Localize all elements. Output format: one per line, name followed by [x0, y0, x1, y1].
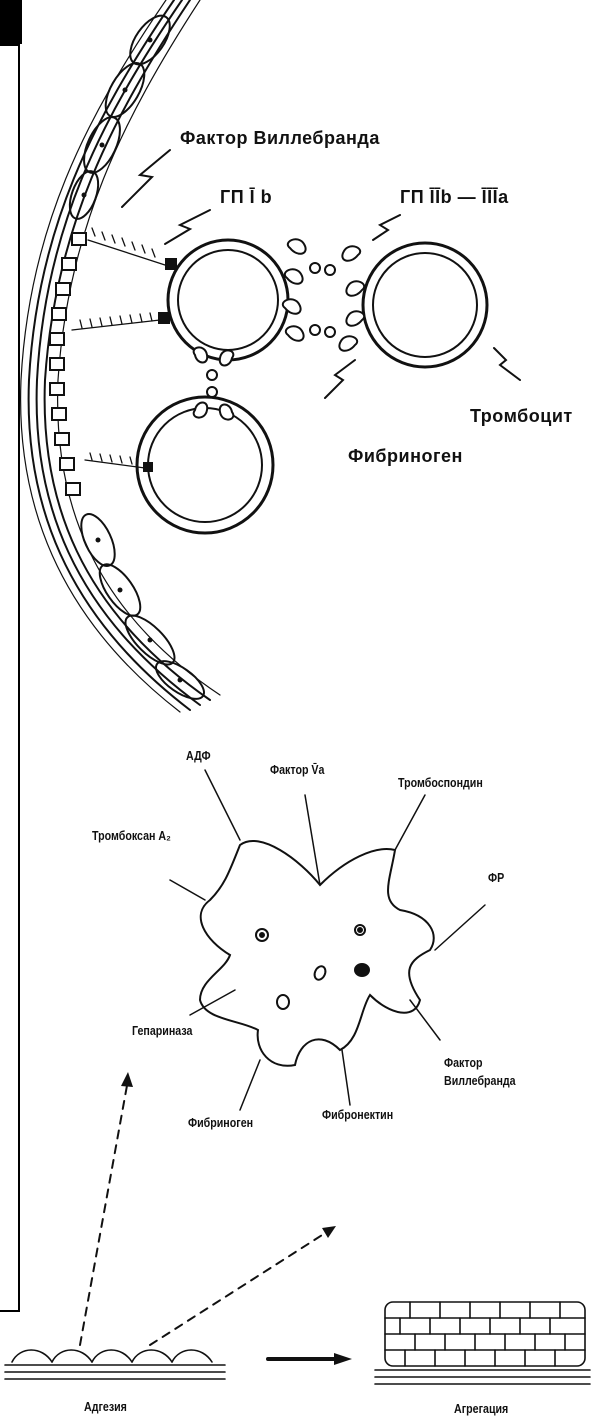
- label-adhesion: Адгезия: [84, 1399, 127, 1414]
- label-vwf-secretion: Фактор: [444, 1055, 482, 1070]
- label-thromboxane: Тромбоксан A₂: [92, 828, 171, 843]
- endothelial-cells-top: [64, 9, 177, 223]
- label-fibrinogen-secretion: Фибриноген: [188, 1115, 253, 1130]
- label-vwf-secretion-2: Виллебранда: [444, 1073, 516, 1088]
- label-vwf: Фактор Виллебранда: [180, 128, 380, 149]
- label-adp: АДФ: [186, 748, 211, 763]
- label-gp2b3a: ГП ĪĪb — ĪĪĪa: [400, 187, 509, 208]
- activated-platelet: [200, 841, 434, 1066]
- label-thrombospondin: Тромбоспондин: [398, 775, 483, 790]
- label-aggregation: Агрегация: [454, 1401, 508, 1416]
- subendothelium-squares: [50, 233, 86, 495]
- label-fibrinogen-top: Фибриноген: [348, 446, 463, 467]
- endothelial-cells-bottom: [74, 509, 209, 706]
- label-platelet: Тромбоцит: [470, 406, 573, 427]
- label-fr: ФР: [488, 870, 504, 885]
- label-fibronectin: Фибронектин: [322, 1107, 393, 1122]
- vwf-tethers: [72, 228, 165, 468]
- secretion-arrows: [170, 770, 485, 1110]
- adhesion-layer: [5, 1350, 225, 1379]
- label-gp1b: ГП Ī b: [220, 187, 272, 208]
- platelet-rings: [137, 240, 487, 533]
- aggregation-layer: [375, 1302, 590, 1384]
- label-heparinase: Гепариназа: [132, 1023, 192, 1038]
- vessel-wall: [21, 0, 220, 712]
- label-factor5a: Фактор V̄a: [270, 762, 324, 777]
